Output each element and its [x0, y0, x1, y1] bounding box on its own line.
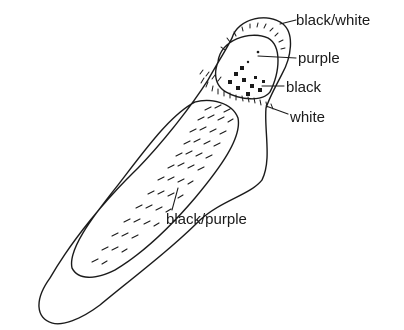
label-white: white — [289, 109, 325, 126]
inner-lobe-outline — [72, 101, 239, 278]
label-purple: purple — [298, 50, 340, 67]
label-black: black — [286, 79, 322, 96]
leader-purple — [258, 56, 296, 58]
leader-black-white — [280, 20, 296, 24]
leader-white — [266, 106, 288, 114]
outer-outline — [39, 18, 291, 324]
label-black-white: black/white — [296, 12, 370, 29]
leader-black-purple — [172, 188, 178, 210]
purple-dots — [247, 51, 260, 64]
label-black-purple: black/purple — [166, 211, 247, 228]
black-markings — [228, 66, 265, 96]
inner-cap-outline — [216, 35, 278, 99]
leader-lines — [172, 20, 296, 210]
